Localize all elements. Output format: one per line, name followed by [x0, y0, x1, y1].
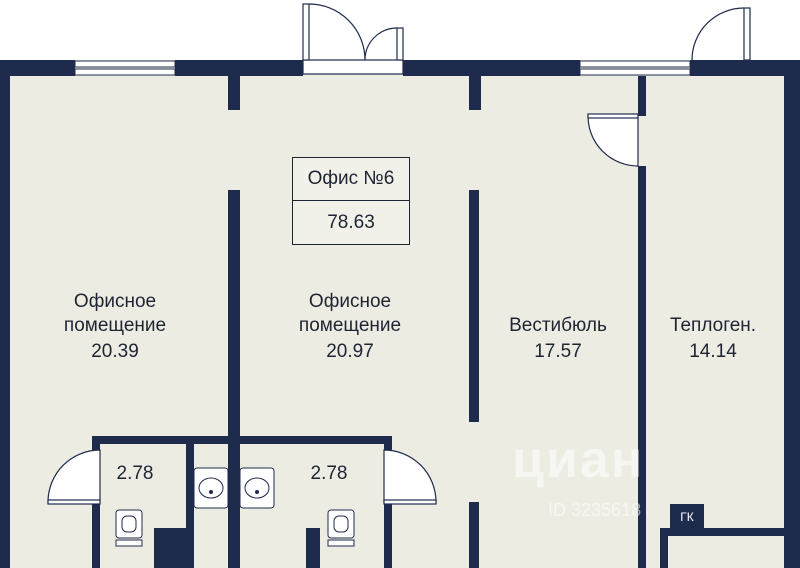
- gk-label: ГК: [680, 510, 694, 524]
- entrance-door: [302, 3, 404, 75]
- room-name-line1: Офисное: [73, 291, 157, 312]
- room-name: Вестибюль: [509, 315, 607, 336]
- watermark-brand: циан: [512, 431, 645, 489]
- room-area: 20.39: [91, 341, 139, 362]
- toilet-fixtures: [115, 509, 355, 547]
- room-name: Теплоген.: [669, 315, 757, 336]
- room-name-line1: Офисное: [308, 291, 392, 312]
- bathroom-2-area: 2.78: [310, 463, 348, 484]
- top-right-door: [691, 7, 751, 61]
- room-name-line2: помещение: [298, 315, 402, 336]
- office-title: Офис №6: [293, 158, 409, 201]
- windows: [74, 60, 691, 76]
- interior-doors: [47, 113, 639, 505]
- interior-walls: [92, 76, 784, 568]
- office-info-box: Офис №6 78.63: [292, 157, 410, 245]
- office-total-area: 78.63: [327, 212, 375, 233]
- room-area: 20.97: [326, 341, 374, 362]
- room-area: 17.57: [534, 341, 582, 362]
- room-label-vestibule: Вестибюль 17.57: [483, 314, 633, 364]
- room-label-office-1: Офисное помещение 20.39: [40, 290, 190, 364]
- room-label-heat-generator: Теплоген. 14.14: [638, 314, 788, 364]
- room-label-office-2: Офисное помещение 20.97: [275, 290, 425, 364]
- watermark-id: ID 3235618: [548, 500, 642, 520]
- room-area: 14.14: [689, 341, 737, 362]
- outer-walls: [0, 60, 800, 568]
- bathroom-1-area: 2.78: [116, 463, 154, 484]
- room-name-line2: помещение: [63, 315, 167, 336]
- sink-fixtures: [193, 467, 275, 509]
